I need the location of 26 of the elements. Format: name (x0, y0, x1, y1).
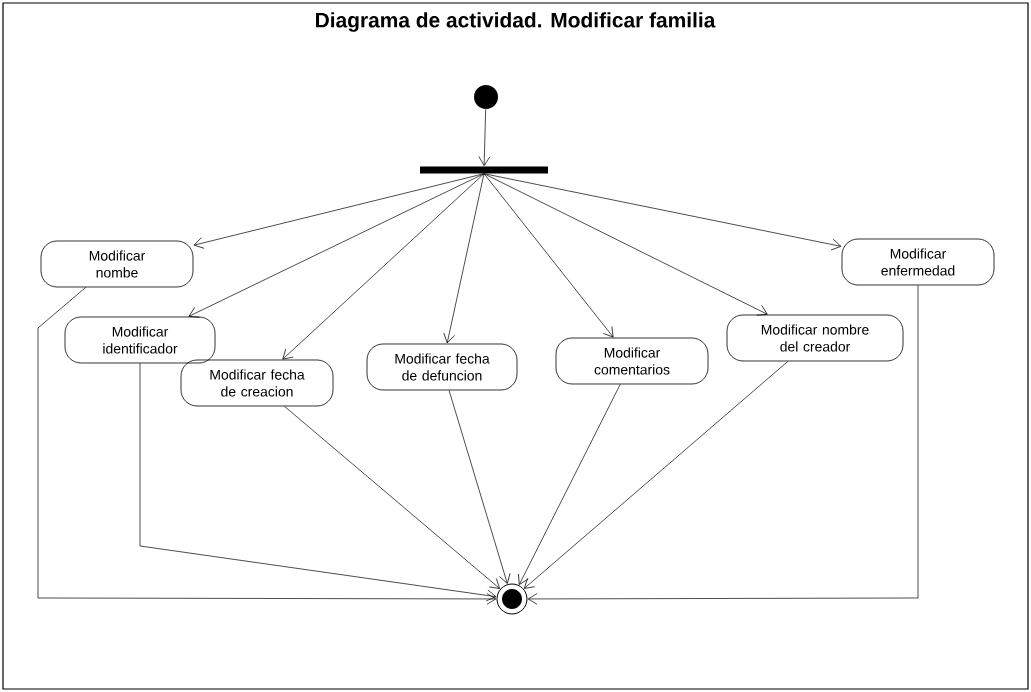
arrow (443, 173, 485, 344)
activity-box: Modificar identificador (64, 316, 216, 364)
activity-box: Modificar fecha de creacion (180, 359, 334, 407)
arrow (483, 173, 614, 338)
activity-box: Modificar fecha de defuncion (366, 343, 518, 391)
fork-bar (420, 166, 548, 174)
activity-box: Modificar comentarios (555, 337, 709, 385)
activity-box: Modificar enfermedad (841, 238, 995, 286)
arrow (523, 361, 789, 589)
arrow (448, 390, 511, 584)
activity-box: Modificar nombre del creador (726, 314, 904, 362)
arrow (483, 173, 842, 251)
arrow (527, 285, 919, 605)
arrow (478, 108, 491, 166)
arrow (139, 363, 497, 602)
arrow (284, 406, 501, 589)
end-circle (496, 583, 528, 615)
arrow (518, 384, 621, 585)
arrow (193, 173, 485, 249)
activity-box: Modificar nombe (40, 240, 194, 288)
arrow (37, 287, 497, 605)
arrow (483, 173, 768, 316)
start-circle (474, 85, 498, 109)
arrow (282, 173, 485, 360)
title: Diagrama de actividad. Modificar familia (316, 12, 716, 32)
arrow (188, 173, 485, 318)
